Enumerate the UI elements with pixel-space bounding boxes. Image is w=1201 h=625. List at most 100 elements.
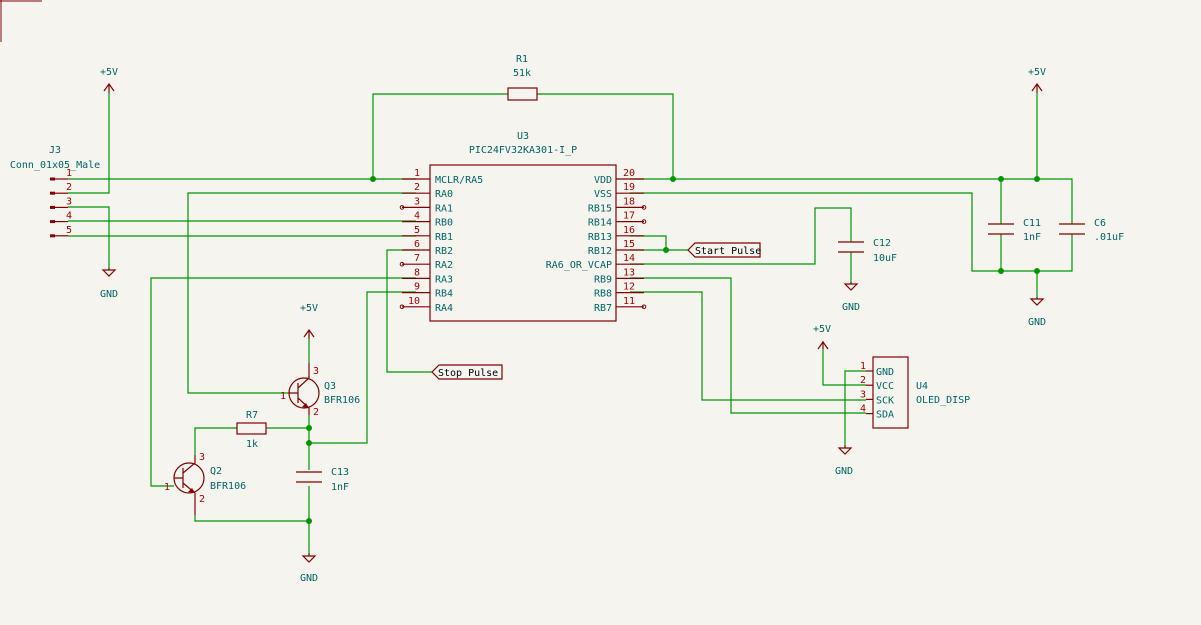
j3-pin-number: 4: [66, 211, 72, 222]
no-connect-marker: [399, 304, 405, 310]
transistor-q3[interactable]: 1 3 2 Q3 BFR106: [280, 363, 360, 418]
power-symbol-5v: +5V: [100, 67, 118, 93]
u3-pin-name: RA1: [435, 203, 453, 214]
j3-pin-number: 2: [66, 182, 72, 193]
q3-value: BFR106: [324, 395, 360, 406]
u4-value: OLED_DISP: [916, 395, 970, 406]
ground-symbol: GND: [835, 445, 853, 477]
q3-pin-number: 2: [313, 407, 319, 418]
ground-label: GND: [1028, 317, 1046, 328]
u3-pin-name: RA0: [435, 189, 453, 200]
u3-pin-name: RB1: [435, 232, 453, 243]
start-pulse-text: Start Pulse: [695, 246, 761, 257]
no-connect-marker: [641, 219, 647, 224]
u3-pin-number: 7: [414, 253, 420, 264]
j3-pin-number: 1: [66, 168, 72, 179]
power-label: +5V: [1028, 67, 1046, 78]
junctions: [306, 176, 1040, 524]
net-label-stop-pulse[interactable]: Stop Pulse: [431, 364, 503, 380]
q2-pin-number: 3: [199, 452, 205, 463]
transistor-q2[interactable]: 1 3 2 Q2 BFR106: [164, 452, 246, 515]
r7-value: 1k: [246, 439, 258, 450]
stop-pulse-text: Stop Pulse: [438, 368, 498, 379]
q3-pin-number: 3: [313, 366, 319, 377]
power-symbol-5v: +5V: [300, 303, 318, 339]
j3-ref: J3: [49, 145, 61, 156]
u3-pin-number: 8: [414, 267, 420, 278]
j3-pin-head: [50, 177, 55, 181]
q3-pin-number: 1: [280, 391, 286, 402]
u3-pin-name: RA4: [435, 303, 453, 314]
u3-pin-name: RB4: [435, 289, 453, 300]
c12-ref: C12: [873, 238, 891, 249]
no-connect-marker: [399, 205, 405, 210]
u3-pin-name: RB15: [588, 203, 612, 214]
resistor-r7[interactable]: R7 1k: [236, 410, 267, 450]
ground-label: GND: [100, 289, 118, 300]
ground-label: GND: [300, 573, 318, 584]
u4-pin-name: VCC: [876, 381, 894, 392]
u3-pin-name: RB13: [588, 232, 612, 243]
resistor-r1[interactable]: R1 51k: [507, 54, 538, 101]
ground-symbol: GND: [842, 282, 860, 313]
u3-pin-name: RB0: [435, 218, 453, 229]
no-connect-marker: [399, 261, 405, 267]
u3-pin-number: 9: [414, 282, 420, 293]
ic-u3-pic24[interactable]: U3 PIC24FV32KA301-I_P 1MCLR/RA52RA03RA14…: [399, 131, 647, 322]
no-connect-marker: [641, 304, 647, 310]
j3-pin-number: 3: [66, 196, 72, 207]
u3-pin-number: 14: [623, 253, 635, 264]
u3-pin-number: 4: [414, 211, 420, 222]
u3-value: PIC24FV32KA301-I_P: [469, 145, 577, 156]
j3-value: Conn_01x05_Male: [10, 160, 100, 171]
c11-value: 1nF: [1023, 232, 1041, 243]
net-label-start-pulse[interactable]: Start Pulse: [687, 242, 761, 258]
u3-pin-number: 15: [623, 239, 635, 250]
u3-pin-name: RB7: [594, 303, 612, 314]
r7-ref: R7: [246, 410, 258, 421]
u3-pin-number: 11: [623, 296, 635, 307]
q2-pin-number: 2: [199, 494, 205, 505]
c11-ref: C11: [1023, 218, 1041, 229]
u3-pin-number: 20: [623, 168, 635, 179]
u4-pin-name: SDA: [876, 410, 894, 421]
no-connect-marker: [641, 205, 647, 210]
sheet-frame-corner: [0, 0, 42, 42]
ground-symbol: GND: [100, 268, 118, 300]
capacitor-c6[interactable]: C6 .01uF: [1059, 218, 1124, 243]
c12-value: 10uF: [873, 253, 897, 264]
c6-ref: C6: [1094, 218, 1106, 229]
u3-pin-number: 16: [623, 225, 635, 236]
u3-pin-number: 6: [414, 239, 420, 250]
u3-pin-number: 18: [623, 196, 635, 207]
ground-label: GND: [835, 466, 853, 477]
ground-symbol: GND: [300, 553, 318, 584]
u3-pin-name: RB12: [588, 246, 612, 257]
j3-pin-head: [50, 205, 55, 209]
u3-pin-number: 5: [414, 225, 420, 236]
j3-pin-head: [50, 234, 55, 238]
u3-pin-number: 17: [623, 211, 635, 222]
u3-pin-number: 19: [623, 182, 635, 193]
u4-ref: U4: [916, 381, 928, 392]
r1-value: 51k: [513, 68, 531, 79]
capacitor-c13[interactable]: C13 1nF: [296, 467, 349, 493]
power-label: +5V: [300, 303, 318, 314]
ground-label: GND: [842, 302, 860, 313]
u3-pin-number: 2: [414, 182, 420, 193]
r1-ref: R1: [516, 54, 528, 65]
u3-pin-number: 3: [414, 196, 420, 207]
capacitor-c11[interactable]: C11 1nF: [988, 218, 1041, 243]
u3-left-pins: 1MCLR/RA52RA03RA14RB05RB16RB27RA28RA39RB…: [399, 168, 483, 314]
u3-pin-name: VDD: [594, 175, 612, 186]
capacitor-c12[interactable]: C12 10uF: [838, 238, 897, 264]
power-symbol-5v: +5V: [813, 324, 831, 350]
u4-pin-name: SCK: [876, 395, 894, 406]
u3-pin-name: RA3: [435, 274, 453, 285]
u3-pin-number: 1: [414, 168, 420, 179]
u4-pin-number: 1: [860, 361, 866, 372]
